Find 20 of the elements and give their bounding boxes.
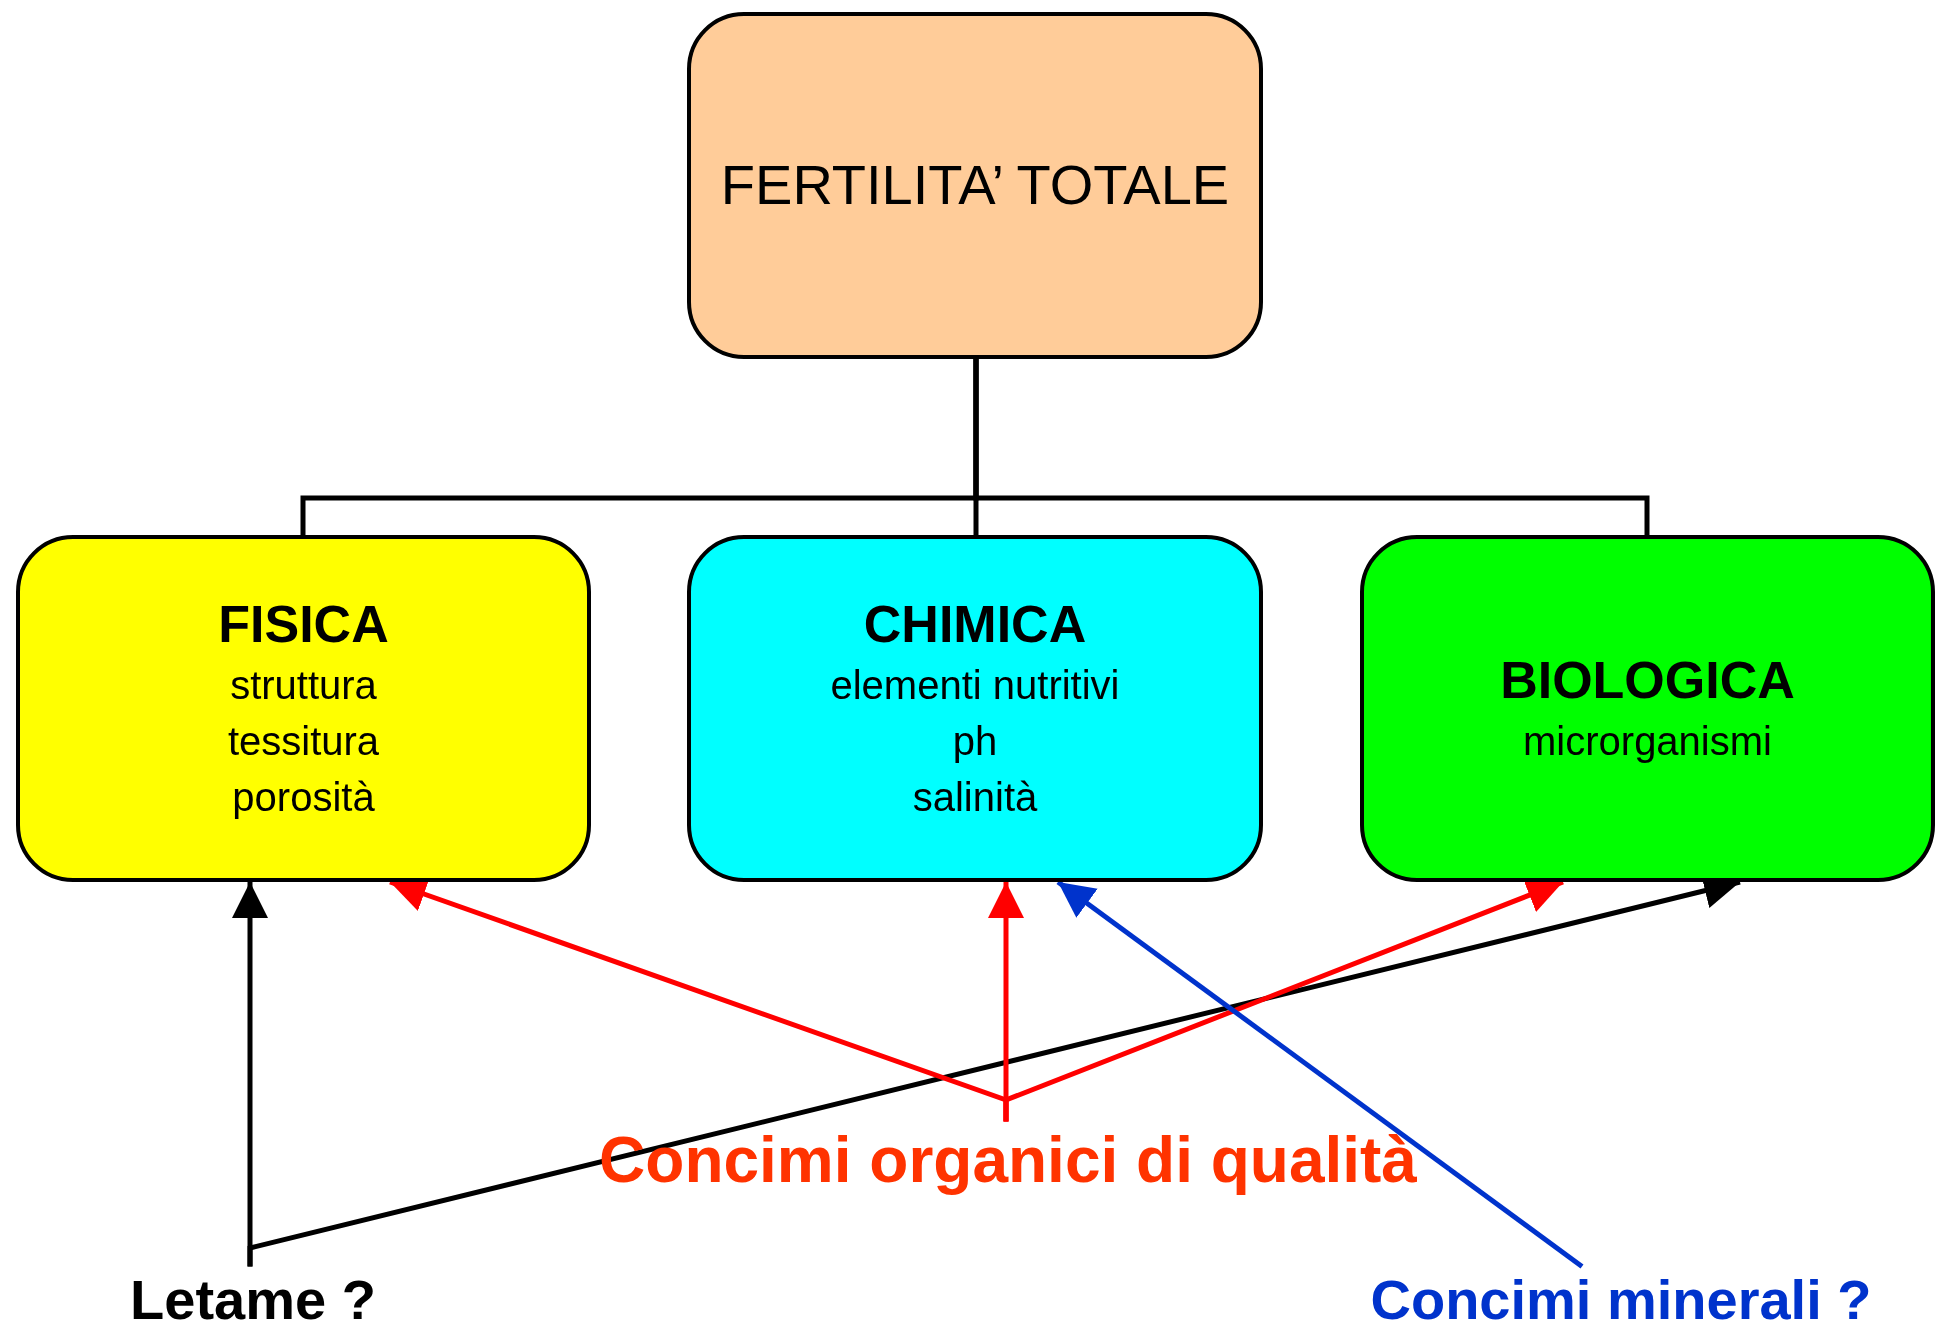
box-title: FERTILITA’ TOTALE <box>720 152 1230 219</box>
category-box <box>687 535 1263 882</box>
source-label: Letame ? <box>63 1266 443 1327</box>
box-title: CHIMICA <box>863 594 1087 655</box>
category-box <box>1360 535 1935 882</box>
box-text: elementi nutritivi <box>830 662 1120 709</box>
box-text: struttura <box>230 662 377 709</box>
source-label: Concimi minerali ? <box>1311 1266 1931 1327</box>
box-text: tessitura <box>227 718 380 765</box>
category-box <box>687 12 1263 359</box>
box-text: porosità <box>232 774 375 821</box>
box-text: ph <box>952 718 998 765</box>
box-title: BIOLOGICA <box>1500 650 1795 711</box>
box-title: FISICA <box>218 594 389 655</box>
source-label: Concimi organici di qualità <box>508 1121 1508 1199</box>
box-text: microrganismi <box>1523 718 1772 765</box>
connector-line <box>973 359 1650 535</box>
arrow <box>1056 880 1584 1269</box>
box-text: salinità <box>912 774 1038 821</box>
category-box <box>16 535 591 882</box>
